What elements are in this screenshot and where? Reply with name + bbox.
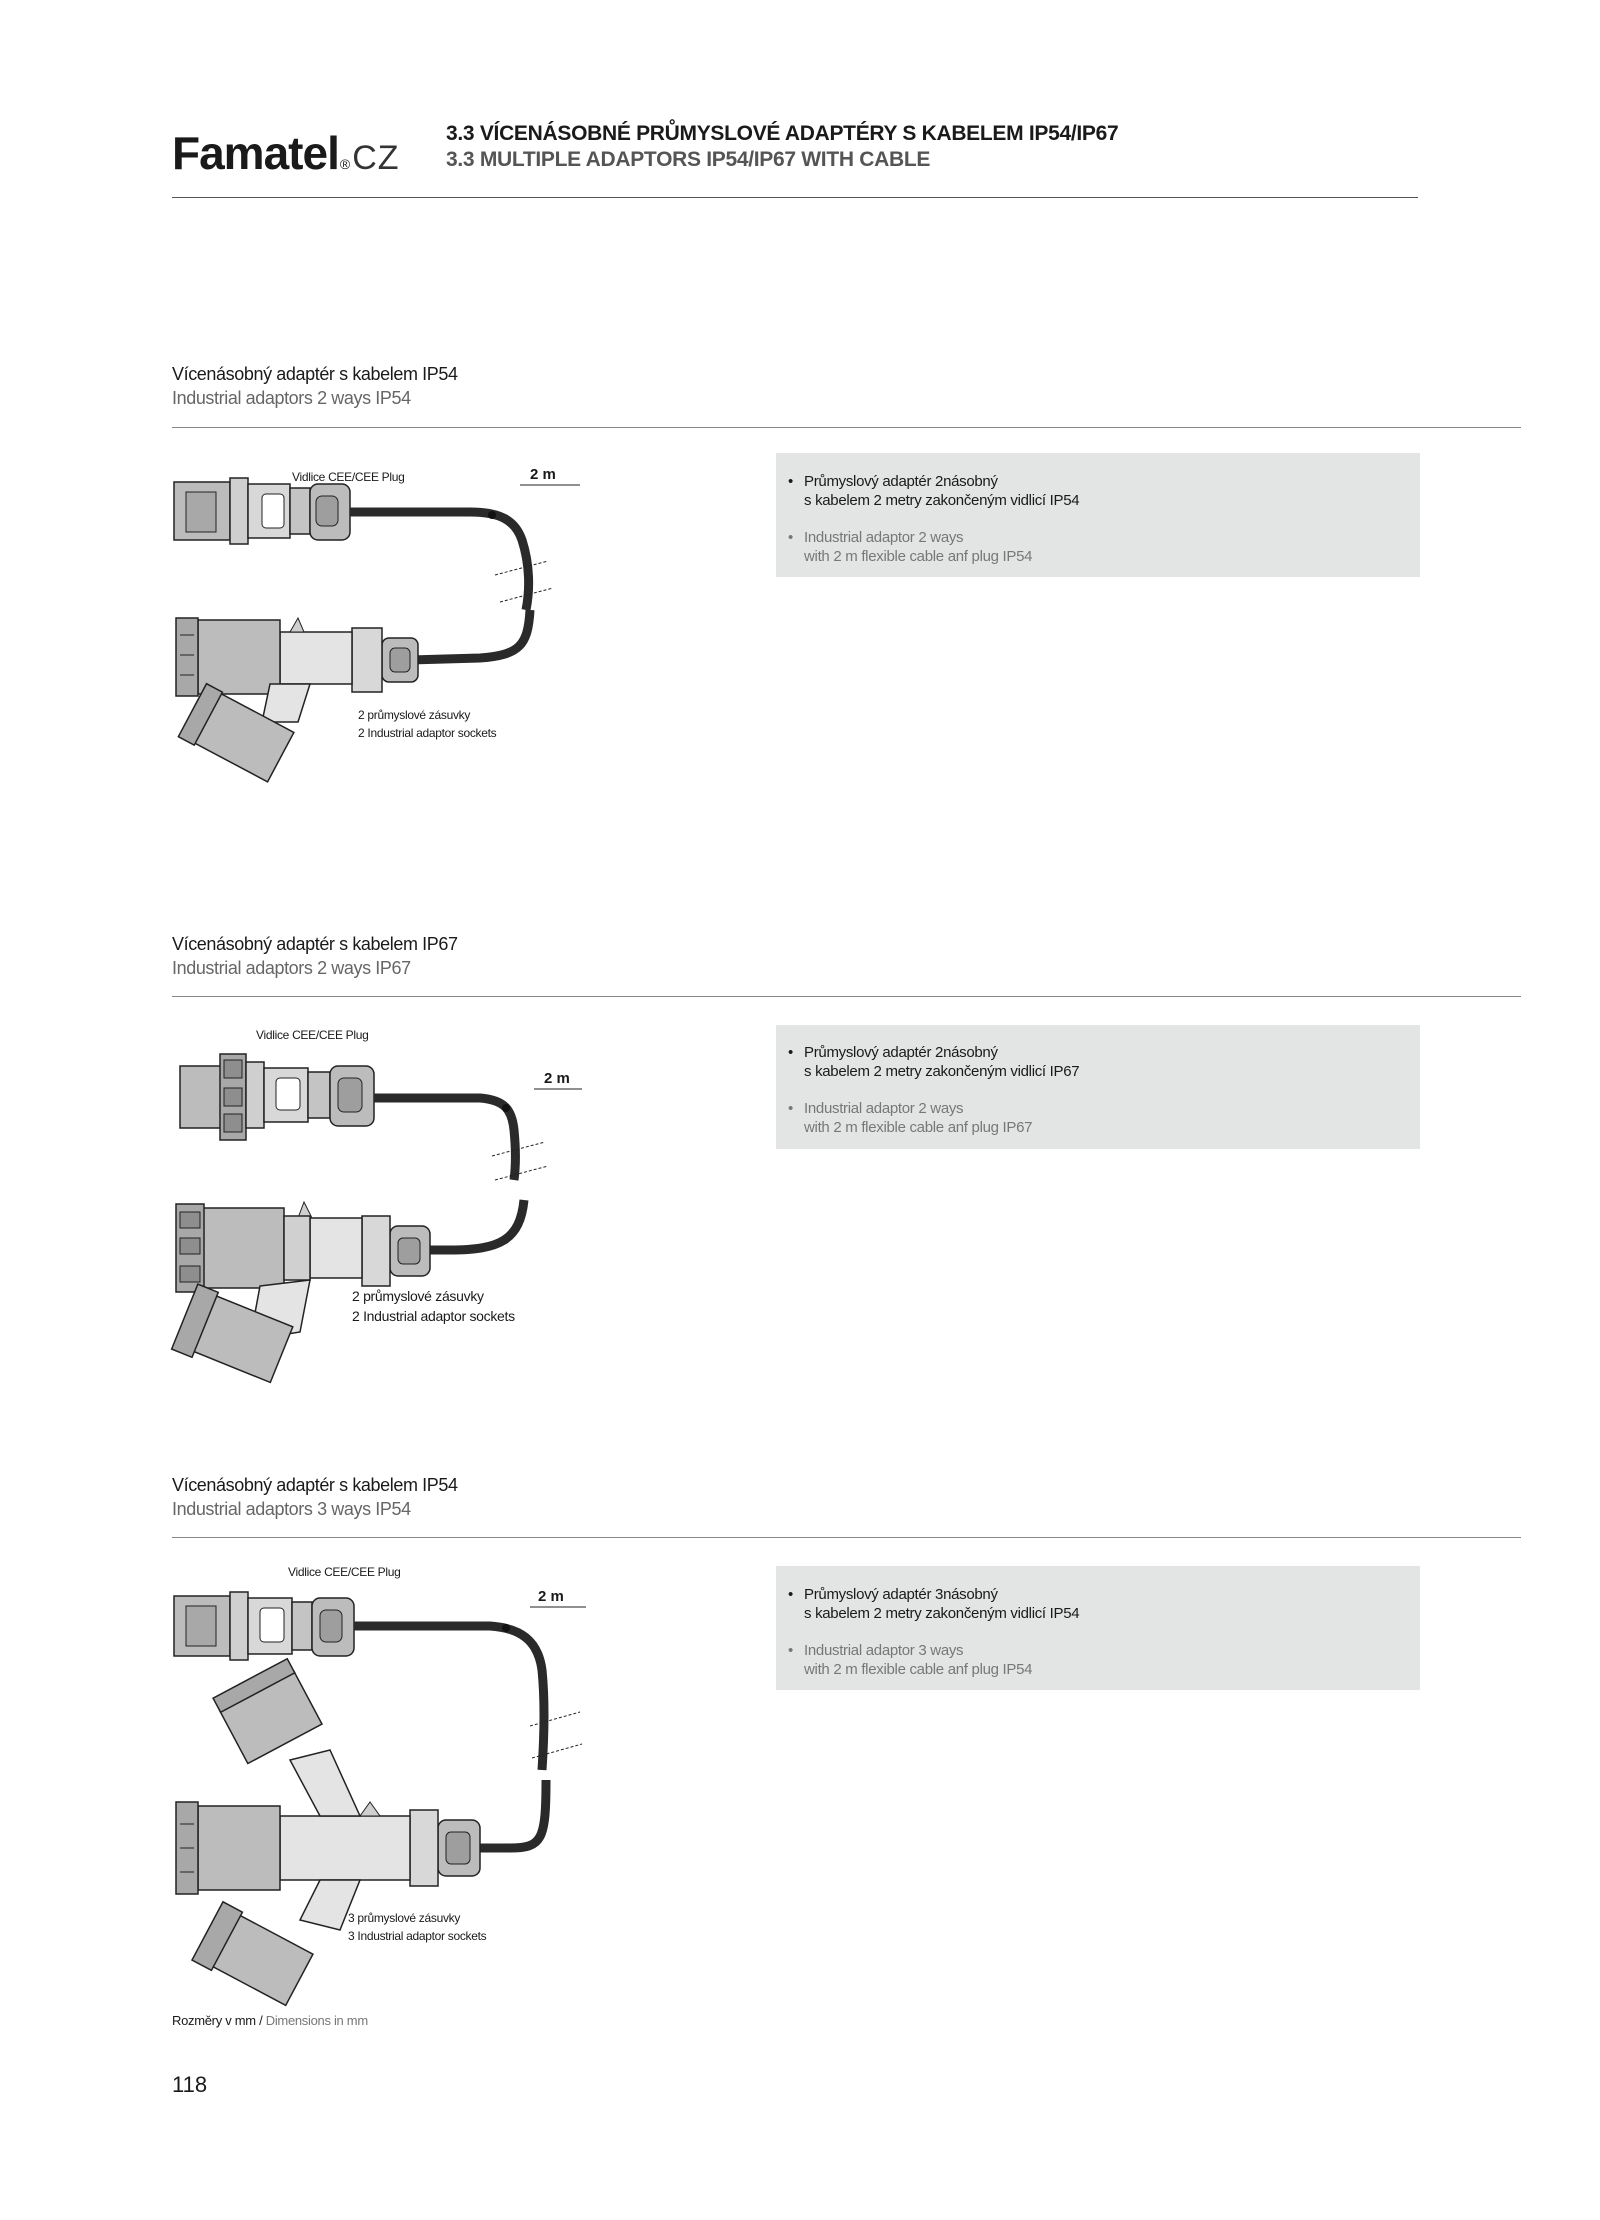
section-2-length-label: 2 m [544, 1070, 570, 1087]
section-3-plug-label: Vidlice CEE/CEE Plug [288, 1565, 401, 1579]
section-1-info-en: • Industrial adaptor 2 ways with 2 m fle… [788, 529, 1033, 565]
section-1-title-cz: Vícenásobný adaptér s kabelem IP54 [172, 364, 458, 384]
section-3-sockets-en: 3 Industrial adaptor sockets [348, 1929, 487, 1943]
section-2-plug-label: Vidlice CEE/CEE Plug [256, 1028, 369, 1042]
section-3-sockets-cz: 3 průmyslové zásuvky [348, 1911, 461, 1925]
section-2-title-en: Industrial adaptors 2 ways IP67 [172, 958, 411, 978]
section-1-length-leader [520, 484, 580, 486]
section-2-length-leader [534, 1088, 582, 1090]
section-2-divider [172, 996, 1521, 997]
section-3-title-cz: Vícenásobný adaptér s kabelem IP54 [172, 1475, 458, 1495]
section-1-length-label: 2 m [530, 466, 556, 483]
section-1-sockets-en: 2 Industrial adaptor sockets [358, 726, 497, 740]
page-title-en: 3.3 MULTIPLE ADAPTORS IP54/IP67 WITH CAB… [446, 148, 931, 171]
page-title-cz: 3.3 VÍCENÁSOBNÉ PRŮMYSLOVÉ ADAPTÉRY S KA… [446, 122, 1119, 145]
bullet-dot-icon: • [788, 1642, 793, 1659]
section-1-plug-label: Vidlice CEE/CEE Plug [292, 470, 405, 484]
logo-brand: Famatel [172, 127, 340, 179]
section-1-info-cz: • Průmyslový adaptér 2násobný s kabelem … [788, 473, 1080, 509]
section-2-sockets-en: 2 Industrial adaptor sockets [352, 1308, 515, 1324]
adaptor-2way-ip67-drawing [170, 1053, 549, 1384]
section-1-sockets-cz: 2 průmyslové zásuvky [358, 708, 471, 722]
adaptor-2way-ip54-drawing [173, 477, 554, 783]
adaptor-3way-ip54-drawing [173, 1591, 583, 2007]
bullet-dot-icon: • [788, 1100, 793, 1117]
section-3-length-label: 2 m [538, 1588, 564, 1605]
logo-suffix: CZ [352, 139, 400, 177]
bullet-dot-icon: • [788, 473, 793, 490]
section-3-title-en: Industrial adaptors 3 ways IP54 [172, 1499, 411, 1519]
section-1-title-en: Industrial adaptors 2 ways IP54 [172, 388, 411, 408]
dimensions-note-cz: Rozměry v mm / [172, 2013, 263, 2028]
section-3-info-box: • Průmyslový adaptér 3násobný s kabelem … [776, 1566, 1420, 1690]
section-3-divider [172, 1537, 1521, 1538]
logo-registered-mark: ® [339, 156, 351, 172]
bullet-dot-icon: • [788, 1586, 793, 1603]
section-2-title-cz: Vícenásobný adaptér s kabelem IP67 [172, 934, 458, 954]
page-number: 118 [172, 2072, 208, 2097]
section-3-info-cz: • Průmyslový adaptér 3násobný s kabelem … [788, 1586, 1080, 1622]
section-1-diagram [170, 460, 590, 783]
section-2-info-cz: • Průmyslový adaptér 2násobný s kabelem … [788, 1044, 1080, 1080]
section-1-divider [172, 427, 1521, 428]
bullet-dot-icon: • [788, 1044, 793, 1061]
section-3-length-leader [530, 1606, 586, 1608]
section-2-sockets-cz: 2 průmyslové zásuvky [352, 1288, 484, 1304]
section-2-info-box: • Průmyslový adaptér 2násobný s kabelem … [776, 1025, 1420, 1149]
section-2-info-en: • Industrial adaptor 2 ways with 2 m fle… [788, 1100, 1033, 1136]
header-divider [172, 197, 1418, 198]
dimensions-note-en: Dimensions in mm [265, 2013, 368, 2028]
section-2-diagram [150, 1040, 590, 1385]
dimensions-note: Rozměry v mm / Dimensions in mm [172, 2013, 368, 2028]
bullet-dot-icon: • [788, 529, 793, 546]
famatel-logo: Famatel®CZ [172, 126, 400, 180]
section-1-info-box: • Průmyslový adaptér 2násobný s kabelem … [776, 453, 1420, 577]
section-3-diagram [170, 1580, 600, 2007]
section-3-info-en: • Industrial adaptor 3 ways with 2 m fle… [788, 1642, 1033, 1678]
